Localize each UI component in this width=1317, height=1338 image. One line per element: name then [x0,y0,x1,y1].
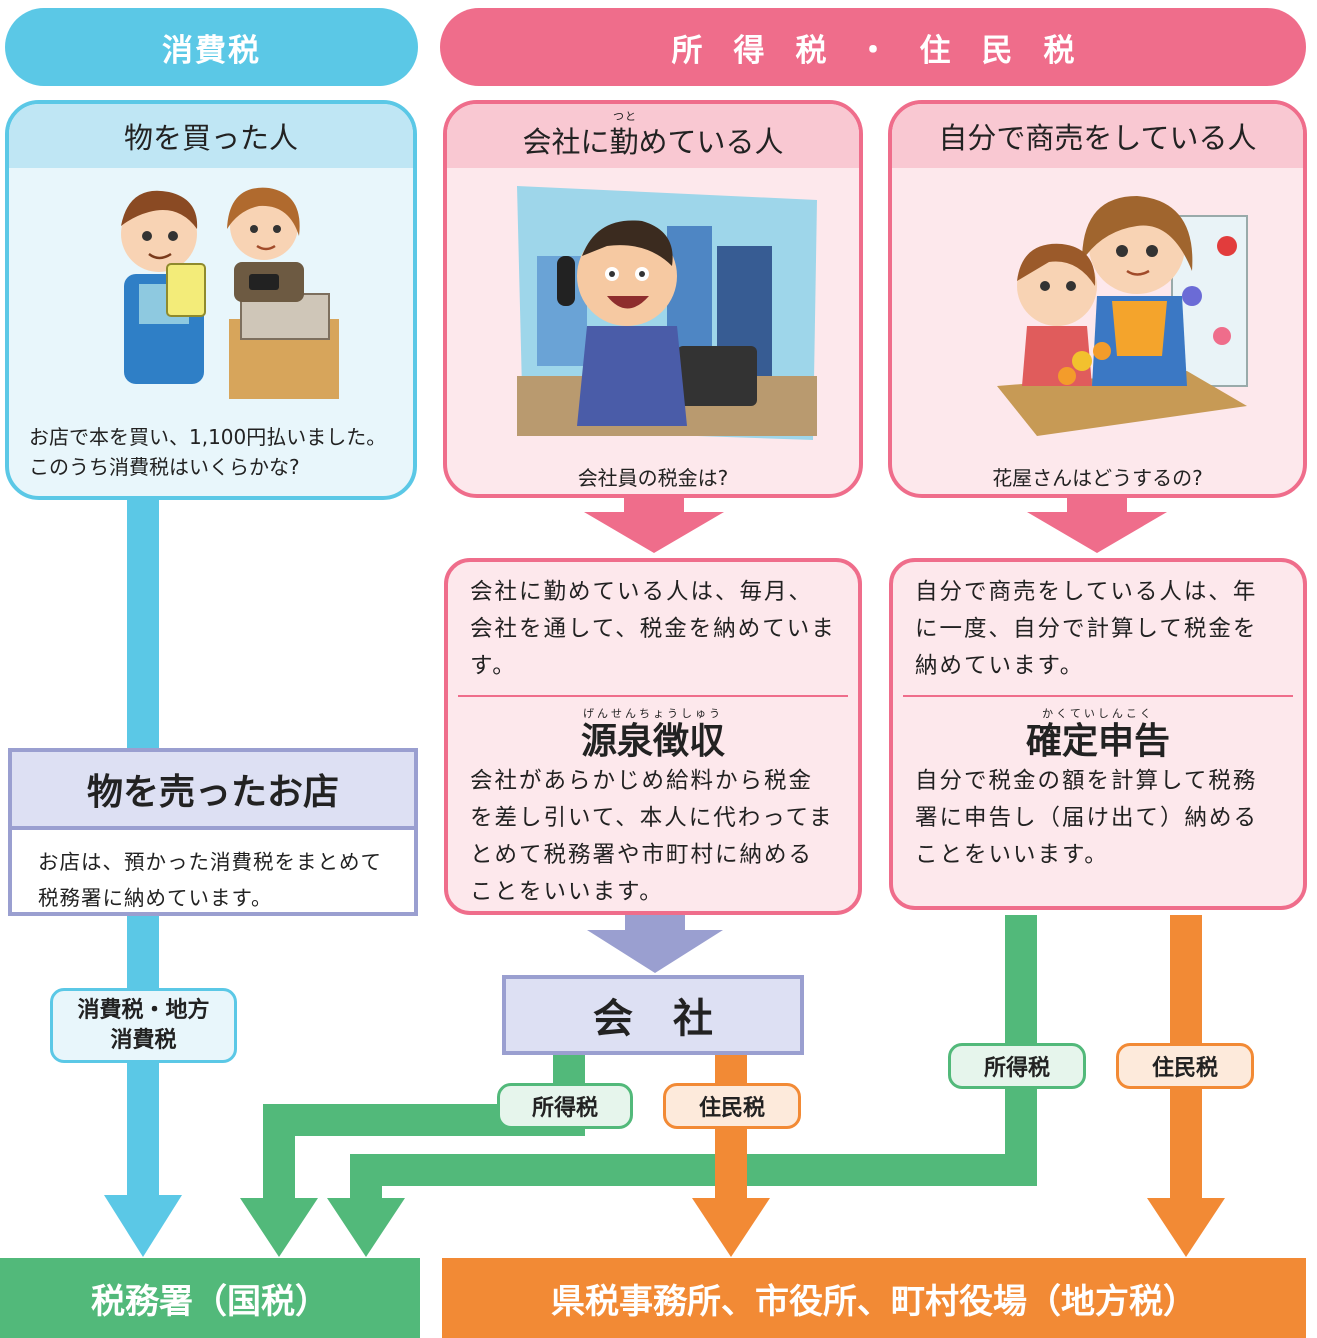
merchant-income-tax-tag: 所得税 [948,1043,1086,1089]
company-income-tax-tag: 所得税 [497,1083,633,1129]
employee-card: つと 会社に勤めている人 会社員の税金は? [443,100,863,498]
company-title: 会 社 [593,996,713,1042]
company-income-tax-tag-label: 所得税 [531,1096,598,1121]
company-income-arrowhead [240,1198,318,1257]
consumption-flow-arrowhead [104,1195,182,1257]
employee-illustration [517,186,817,440]
company-resident-tax-tag: 住民税 [663,1083,801,1129]
final-return-term-ruby: かくていしんこく [1042,707,1154,720]
merchant-income-arrowhead [327,1198,405,1257]
withholding-intro: 会社に勤めている人は、毎月、会社を通して、税金を納めています。 [470,579,836,679]
consumption-tax-header-label: 消費税 [162,32,261,69]
income-resident-tax-header-label: 所 得 税 ・ 住 民 税 [671,32,1075,69]
shop-title-bar: 物を売ったお店 [12,752,414,826]
final-return-term: 確定申告 [1025,721,1170,762]
income-resident-tax-header: 所 得 税 ・ 住 民 税 [440,8,1306,86]
employee-arrow [584,497,724,553]
merchant-income-flow [350,915,1037,1200]
buyer-illustration [121,187,339,399]
withholding-term: 源泉徴収 [580,721,725,762]
consumption-tax-tag-label: 消費税・地方消費税 [77,997,210,1053]
final-return-box: 自分で商売をしている人は、年に一度、自分で計算して税金を納めています。 かくてい… [889,558,1307,910]
shop-desc: お店は、預かった消費税をまとめて税務署に納めています。 [12,826,414,930]
merchant-resident-arrowhead [1147,1198,1225,1257]
employee-card-header: つと 会社に勤めている人 [447,104,859,168]
shop-box: 物を売ったお店 お店は、預かった消費税をまとめて税務署に納めています。 [8,748,418,916]
merchant-card-header: 自分で商売をしている人 [892,104,1303,168]
merchant-resident-tax-tag: 住民税 [1116,1043,1254,1089]
employee-title-ruby: つと [613,110,637,123]
buyer-card-header: 物を買った人 [9,104,413,168]
merchant-card: 自分で商売をしている人 花屋さんはどうするの? [888,100,1307,498]
merchant-resident-tax-tag-label: 住民税 [1151,1056,1218,1081]
merchant-caption: 花屋さんはどうするの? [992,466,1203,490]
withholding-term-ruby: げんせんちょうしゅう [583,707,723,720]
final-return-desc: 自分で税金の額を計算して税務署に申告し（届け出て）納めることをいいます。 [915,768,1259,868]
merchant-income-tax-tag-label: 所得税 [983,1056,1050,1081]
consumption-tax-header: 消費税 [5,8,418,86]
final-return-intro: 自分で商売をしている人は、年に一度、自分で計算して税金を納めています。 [915,579,1258,679]
company-resident-arrowhead [692,1198,770,1257]
national-tax-footer-label: 税務署（国税） [91,1281,329,1322]
buyer-caption: お店で本を買い、1,100円払いました。このうち消費税はいくらかな? [29,425,387,479]
local-tax-footer-label: 県税事務所、市役所、町村役場（地方税） [551,1281,1197,1322]
consumption-tax-tag: 消費税・地方消費税 [50,988,237,1063]
buyer-card-title: 物を買った人 [123,121,298,155]
withholding-desc: 会社があらかじめ給料から税金を差し引いて、本人に代わってまとめて税務署や市町村に… [470,768,834,905]
withholding-divider [458,695,848,697]
final-return-divider [903,695,1293,697]
company-arrow [587,915,723,973]
withholding-box: 会社に勤めている人は、毎月、会社を通して、税金を納めています。 げんせんちょうし… [444,558,862,915]
employee-caption: 会社員の税金は? [577,466,729,490]
buyer-card: 物を買った人 お店で本を買い、1,100円払いました。このうち消費税はいくらかな… [5,100,417,500]
merchant-card-title: 自分で商売をしている人 [938,121,1257,155]
employee-card-title: 会社に勤めている人 [522,125,784,159]
local-tax-footer: 県税事務所、市役所、町村役場（地方税） [442,1258,1306,1338]
company-box: 会 社 [502,975,804,1055]
company-resident-tax-tag-label: 住民税 [698,1096,765,1121]
merchant-arrow [1027,497,1167,553]
merchant-illustration [997,196,1248,436]
shop-title: 物を売ったお店 [86,772,339,813]
national-tax-footer: 税務署（国税） [0,1258,420,1338]
